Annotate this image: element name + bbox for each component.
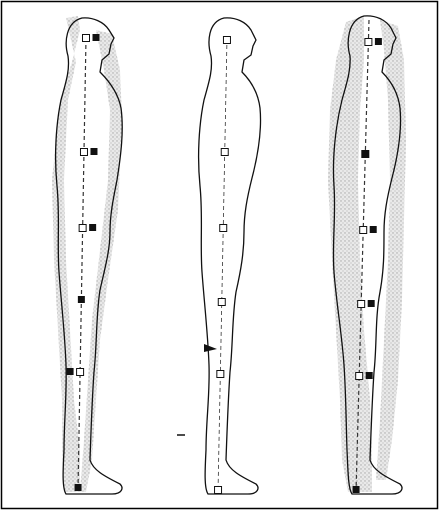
middle-open-landmark-marker [217, 371, 224, 378]
right-open-landmark-marker [356, 373, 363, 380]
middle-open-landmark-marker [215, 487, 222, 494]
left-filled-landmark-marker [78, 296, 85, 303]
left-open-landmark-marker [80, 149, 87, 156]
right-filled-landmark-marker [368, 300, 375, 307]
left-filled-landmark-marker [67, 368, 74, 375]
left-filled-landmark-marker [75, 484, 82, 491]
right-open-landmark-marker [365, 39, 372, 46]
right-open-landmark-marker [358, 301, 365, 308]
left-open-landmark-marker [79, 225, 86, 232]
right-filled-landmark-marker [353, 486, 360, 493]
left-filled-landmark-marker [93, 34, 100, 41]
left-filled-landmark-marker [89, 224, 96, 231]
right-open-landmark-marker [360, 227, 367, 234]
right-filled-landmark-marker [366, 372, 373, 379]
left-open-landmark-marker [77, 369, 84, 376]
middle-open-landmark-marker [218, 299, 225, 306]
right-filled-landmark-marker [362, 150, 369, 157]
left-open-landmark-marker [83, 35, 90, 42]
right-filled-landmark-marker [375, 38, 382, 45]
middle-open-landmark-marker [221, 149, 228, 156]
middle-open-landmark-marker [220, 225, 227, 232]
right-filled-landmark-marker [370, 226, 377, 233]
middle-open-landmark-marker [223, 37, 230, 44]
left-filled-landmark-marker [90, 148, 97, 155]
